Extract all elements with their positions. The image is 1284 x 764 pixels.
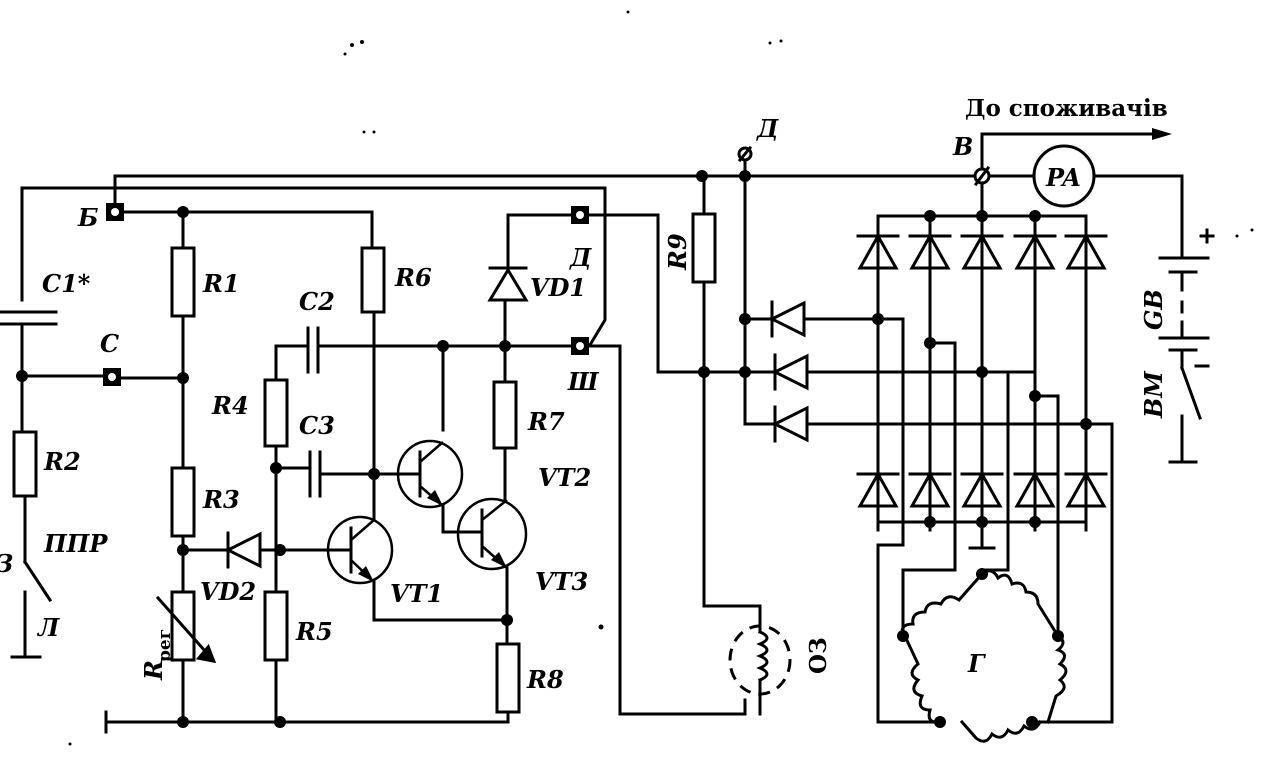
vt1-transistor (326, 515, 510, 622)
c3-label: C3 (299, 411, 335, 440)
r6-column (360, 246, 386, 522)
r2-label: R2 (43, 447, 81, 476)
rreg-label-main: R (139, 660, 168, 681)
season-switch-label: ППР (43, 529, 108, 558)
r4-label: R4 (211, 391, 249, 420)
vt2-transistor (396, 439, 464, 534)
vd1-label: VD1 (530, 273, 586, 302)
vt3-transistor (456, 497, 528, 646)
labels: До споживачів В PA Д Б C1* С R1 R2 R3 R4… (0, 95, 1168, 694)
scan-specks (68, 10, 1254, 746)
ammeter-label: PA (1045, 163, 1081, 192)
r9-label: R9 (663, 233, 692, 271)
terminal-d-regulator (571, 206, 660, 224)
output-label: До споживачів (965, 95, 1168, 122)
vd2-diode (181, 531, 332, 569)
r3-label: R3 (202, 485, 240, 514)
switch-winter-label: З (0, 549, 13, 578)
terminal-sh (571, 337, 747, 716)
r7-vd1-column (487, 213, 574, 714)
excitation-diodes (702, 145, 1114, 443)
vd2-label: VD2 (200, 577, 256, 606)
terminal-d-regulator-label: Д (569, 243, 592, 272)
divider-column (155, 206, 217, 728)
c1-label: C1* (42, 269, 91, 298)
r9-field (656, 170, 792, 716)
ground-bus (104, 710, 510, 734)
battery-label: GB (1139, 289, 1168, 330)
r5-label: R5 (295, 617, 333, 646)
ground-switch-label: BM (1139, 370, 1168, 419)
r7-label: R7 (527, 407, 565, 436)
r6-label: R6 (394, 263, 432, 292)
rreg-label: R рег (139, 629, 175, 681)
vt3-label: VT3 (535, 567, 588, 596)
terminal-d-generator-label: Д (756, 114, 779, 143)
r4-r5-column (263, 344, 402, 724)
rreg-label-sub: рег (155, 629, 175, 662)
r8-label: R8 (526, 665, 564, 694)
rectifier-bridge (856, 210, 1114, 724)
terminal-b-label: Б (77, 203, 99, 232)
generator-label: Г (967, 649, 986, 678)
terminal-c-label: С (100, 329, 119, 358)
left-branch (0, 310, 185, 659)
c2-label: C2 (299, 287, 335, 316)
vt1-label: VT1 (390, 579, 443, 608)
field-winding-label: ОЗ (805, 637, 832, 674)
r1-label: R1 (202, 269, 240, 298)
output-section (698, 128, 1215, 464)
terminal-b (106, 203, 124, 221)
terminal-c (103, 368, 121, 386)
terminal-v-label: В (952, 132, 973, 161)
terminal-sh-label: Ш (567, 367, 600, 396)
switch-summer-label: Л (36, 613, 60, 642)
generator-winding (897, 568, 1068, 743)
vt2-label: VT2 (538, 463, 591, 492)
